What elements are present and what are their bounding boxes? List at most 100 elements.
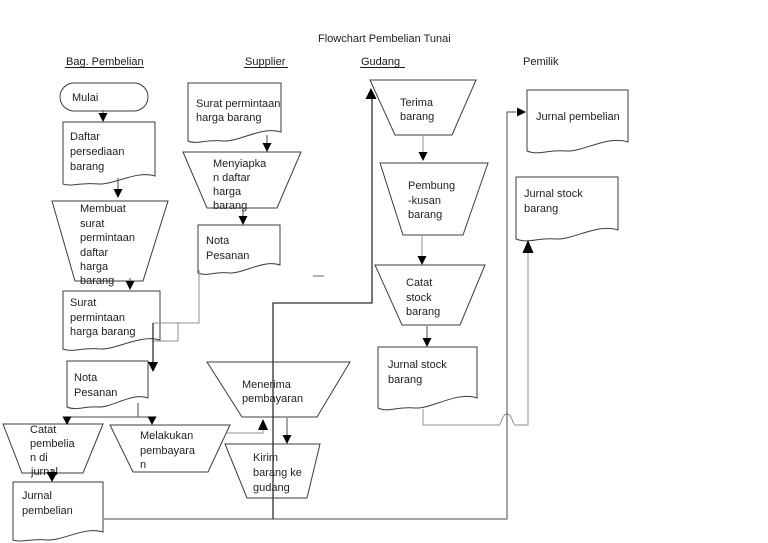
node-label: harga barang xyxy=(196,112,261,124)
node-menerima-pembayaran: Menerima pembayaran xyxy=(206,361,351,418)
node-catat-pembelian-di-jurnal: Catat pembelia n di jurnal xyxy=(2,423,104,478)
node-label: barang xyxy=(524,203,558,215)
node-jurnal-pembelian-bagp: Jurnal pembelian xyxy=(12,481,104,542)
node-label: barang xyxy=(213,200,247,212)
node-label: pembelian xyxy=(22,505,73,517)
node-label: harga xyxy=(213,186,242,198)
node-label: pembelia xyxy=(30,438,76,450)
node-label: Nota xyxy=(74,372,98,384)
lane-label-supplier: Supplier xyxy=(245,56,286,68)
manual-operation-shape xyxy=(206,361,351,418)
lane-label-bag-pembelian: Bag. Pembelian xyxy=(66,56,144,68)
document-shape xyxy=(12,481,104,542)
arrowhead-right-icon xyxy=(517,107,526,117)
node-label: barang xyxy=(406,306,440,318)
document-shape xyxy=(187,82,282,143)
node-label: Pesanan xyxy=(206,250,249,262)
connector-branch-terima xyxy=(272,99,373,519)
node-label: Jurnal pembelian xyxy=(536,111,620,123)
connectors xyxy=(46,88,534,520)
arrowhead-down-icon xyxy=(125,281,135,290)
node-label: Melakukan xyxy=(140,430,193,442)
node-label: n xyxy=(140,459,146,471)
node-melakukan-pembayaran: Melakukan pembayara n xyxy=(109,424,231,473)
connector-melakukan-menerima xyxy=(227,429,264,434)
node-label: Surat permintaan xyxy=(196,98,280,110)
arrowhead-down-icon xyxy=(148,362,158,372)
document-shape xyxy=(526,89,629,154)
manual-operation-shape xyxy=(2,423,104,474)
node-membuat-surat-permintaan: Membuat surat permintaan daftar harga ba… xyxy=(51,200,169,287)
arrowhead-down-icon xyxy=(282,435,292,444)
arrowhead-down-icon xyxy=(262,143,272,152)
arrowhead-down-icon xyxy=(418,152,428,161)
node-label: Kirim xyxy=(253,452,278,464)
document-shape xyxy=(515,176,619,242)
node-daftar-persediaan-barang: Daftar persediaan barang xyxy=(62,121,156,186)
node-label: -kusan xyxy=(408,195,441,207)
node-label: barang xyxy=(80,275,114,287)
node-label: surat xyxy=(80,218,104,230)
arrowhead-down-icon xyxy=(46,472,58,482)
node-label: barang xyxy=(400,111,434,123)
node-pembungkusan-barang: Pembung -kusan barang xyxy=(379,162,489,236)
arrowhead-down-icon xyxy=(238,216,248,225)
node-jurnal-pembelian-pemilik: Jurnal pembelian xyxy=(526,89,629,154)
manual-operation-shape xyxy=(109,424,231,473)
lane-label-gudang: Gudang xyxy=(361,56,400,68)
node-label: Surat xyxy=(70,297,96,309)
lane-header-pemilik: Pemilik xyxy=(523,56,559,68)
arrowhead-down-icon xyxy=(147,416,157,425)
node-label: harga barang xyxy=(70,326,135,338)
lane-header-supplier: Supplier xyxy=(244,56,288,68)
node-label: Daftar xyxy=(70,131,100,143)
lane-header-gudang: Gudang xyxy=(360,56,405,68)
manual-operation-shape xyxy=(374,264,486,326)
arrowhead-down-icon xyxy=(113,189,123,198)
node-label: barang xyxy=(70,161,104,173)
connector-jurnalpembelian-pemilik xyxy=(104,111,516,520)
node-terima-barang: Terima barang xyxy=(369,79,477,136)
node-label: daftar xyxy=(80,247,108,259)
node-label: permintaan xyxy=(70,312,125,324)
arrowhead-up-icon xyxy=(522,240,534,253)
arrowhead-down-icon xyxy=(62,416,72,425)
node-label: Nota xyxy=(206,235,230,247)
node-label: Jurnal stock xyxy=(388,359,447,371)
node-label: Pesanan xyxy=(74,387,117,399)
node-nota-pesanan-supplier: Nota Pesanan xyxy=(197,224,281,275)
node-catat-stock-barang: Catat stock barang xyxy=(374,264,486,326)
document-shape xyxy=(197,224,281,275)
connector-nota-split xyxy=(66,403,153,418)
node-label: permintaan xyxy=(80,232,135,244)
manual-operation-shape xyxy=(182,151,302,209)
manual-operation-shape xyxy=(369,79,477,136)
node-label: Pembung xyxy=(408,180,455,192)
arrowhead-down-icon xyxy=(422,338,432,347)
node-label: Terima xyxy=(400,97,434,109)
arrowhead-up-icon xyxy=(365,88,377,99)
node-label: Mulai xyxy=(72,92,98,104)
node-surat-permintaan-harga-barang-bagp: Surat permintaan harga barang xyxy=(62,290,161,351)
node-label: Menerima xyxy=(242,379,292,391)
document-shape xyxy=(62,121,156,186)
arrowhead-up-icon xyxy=(258,419,268,430)
manual-operation-shape xyxy=(379,162,489,236)
terminator-shape xyxy=(59,82,149,112)
node-label: stock xyxy=(406,292,432,304)
node-label: Catat xyxy=(406,277,432,289)
node-label: Membuat xyxy=(80,203,126,215)
node-label: gudang xyxy=(253,482,290,494)
node-label: n di xyxy=(30,452,48,464)
arrowhead-down-icon xyxy=(417,256,427,265)
node-label: barang xyxy=(388,374,422,386)
node-label: Menyiapka xyxy=(213,158,267,170)
node-menyiapkan-daftar-harga-barang: Menyiapka n daftar harga barang xyxy=(182,151,302,212)
node-label: persediaan xyxy=(70,146,124,158)
document-shape xyxy=(377,346,478,411)
node-nota-pesanan-bagp: Nota Pesanan xyxy=(66,360,149,410)
node-label: harga xyxy=(80,261,109,273)
node-label: barang ke xyxy=(253,467,302,479)
